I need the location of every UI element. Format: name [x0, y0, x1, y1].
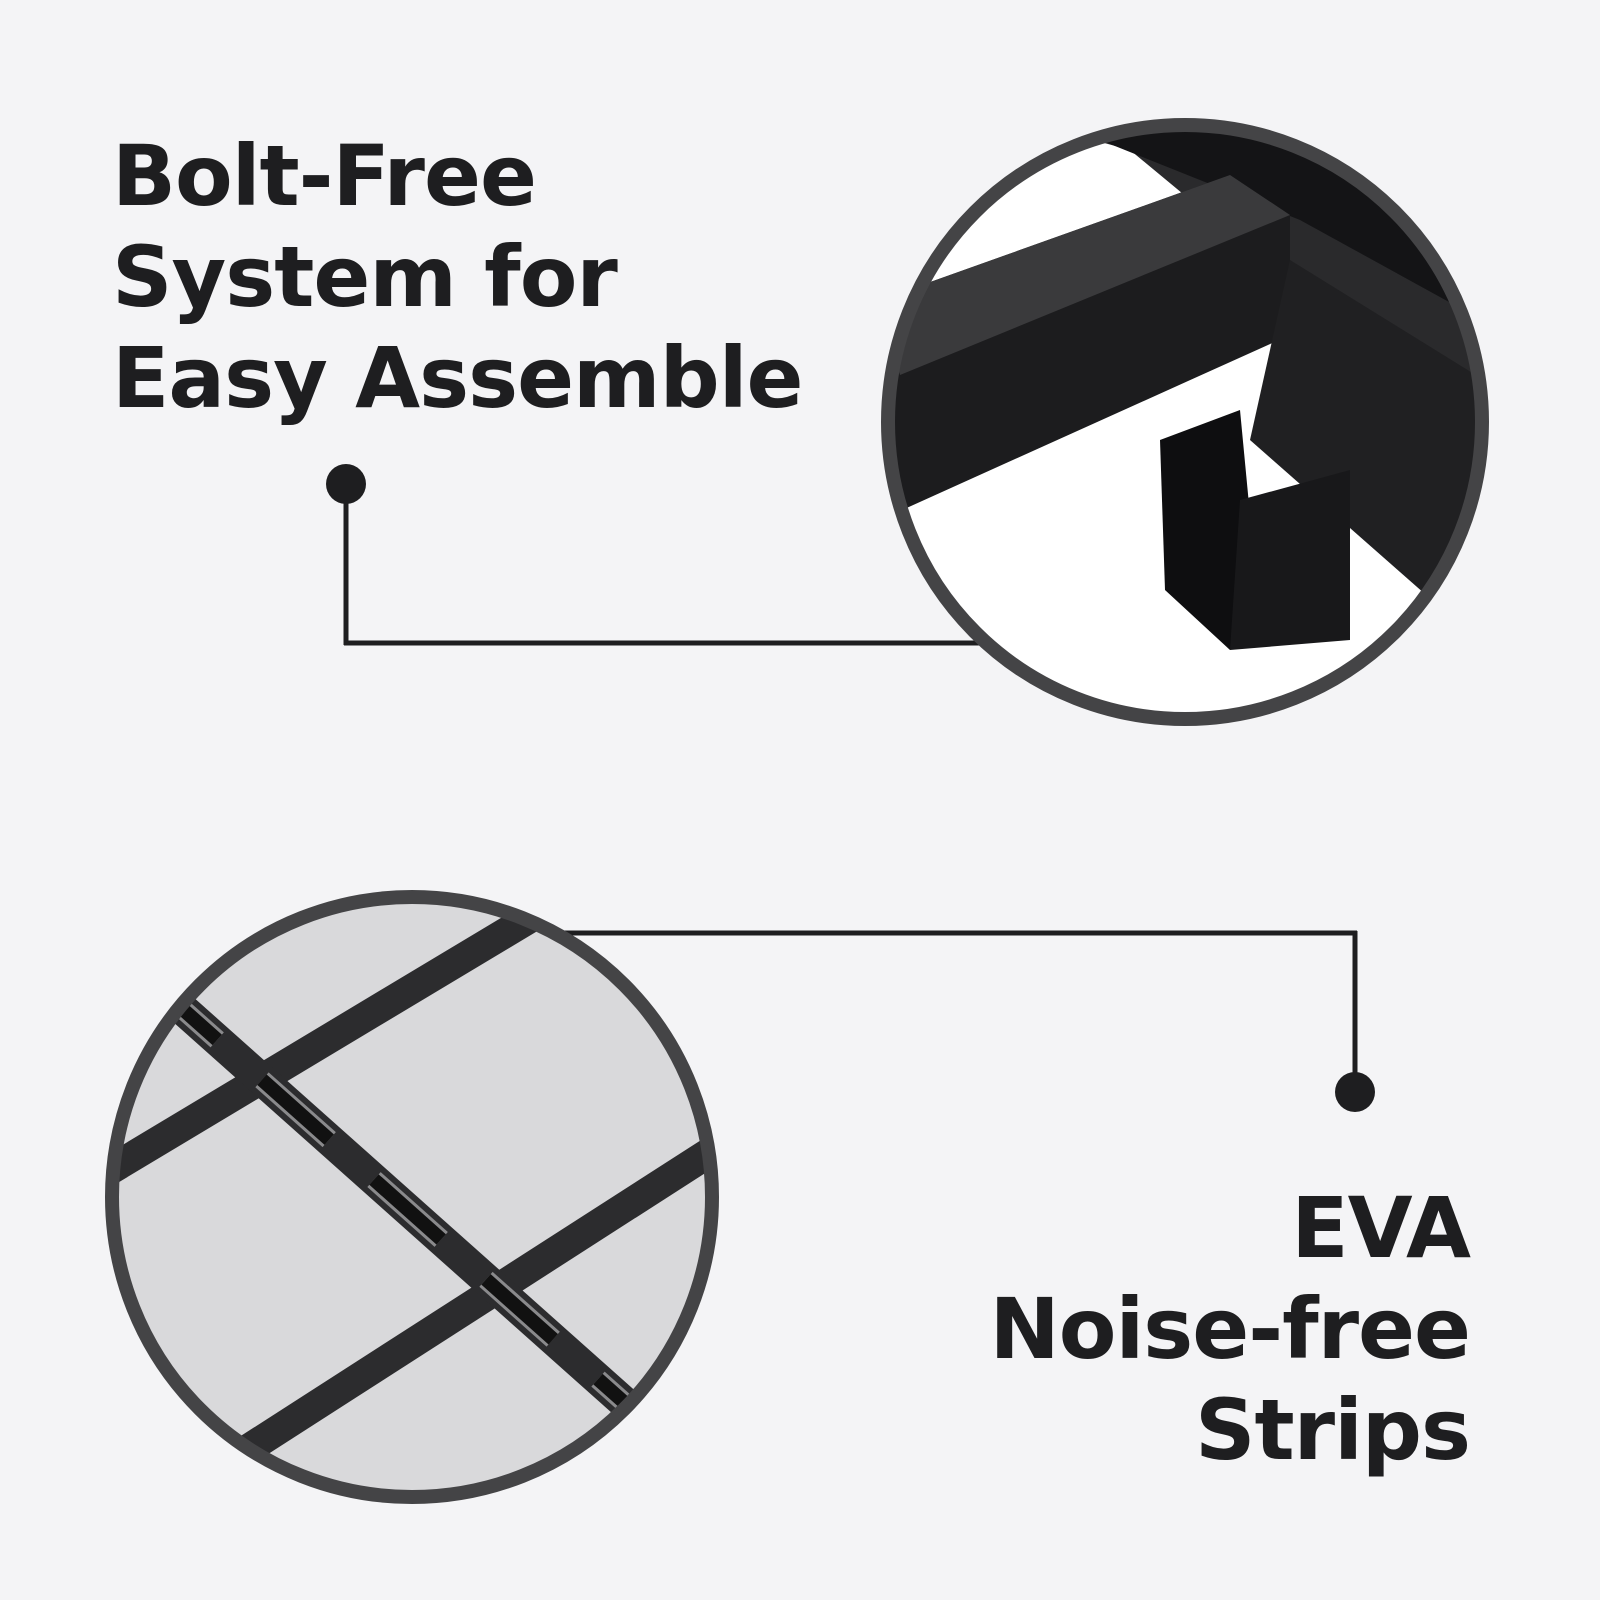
- title-line: EVA: [1291, 1179, 1471, 1277]
- title-line: System for: [112, 228, 618, 326]
- connector-bottom: [560, 930, 1375, 1112]
- bolt-free-joint-closeup: [881, 118, 1489, 726]
- connector-dot-bottom: [1335, 1072, 1375, 1112]
- title-line: Strips: [1195, 1381, 1471, 1479]
- title-line: Bolt-Free: [112, 127, 537, 225]
- connector-dot-top: [326, 464, 366, 504]
- feature-title-eva-strips: EVA Noise-free Strips: [989, 1178, 1471, 1481]
- eva-strips-closeup: [105, 890, 719, 1504]
- title-line: Easy Assemble: [112, 329, 803, 427]
- feature-title-bolt-free: Bolt-Free System for Easy Assemble: [112, 126, 803, 429]
- connector-top: [326, 464, 985, 646]
- title-line: Noise-free: [989, 1280, 1471, 1378]
